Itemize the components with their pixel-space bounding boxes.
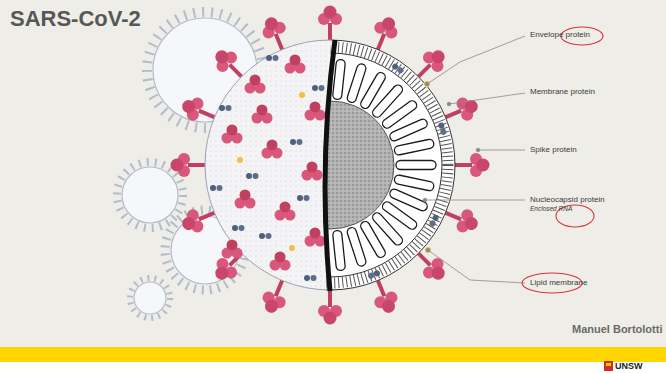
unsw-crest-part xyxy=(606,363,611,366)
virion-cutaway-part xyxy=(266,101,394,229)
small-virions-part xyxy=(134,282,166,314)
virion-surface-part xyxy=(289,245,295,251)
virion-cutaway-part xyxy=(391,62,405,74)
author-watermark: Manuel Bortolotti xyxy=(572,323,662,335)
virion-cutaway-part xyxy=(428,214,439,228)
virion-cutaway-part xyxy=(205,40,455,290)
virion-surface-part xyxy=(312,85,325,91)
virion-cutaway-part xyxy=(424,81,430,87)
part-label: Lipid membrane xyxy=(530,278,587,287)
unsw-crest xyxy=(604,361,613,371)
cutaway-divider xyxy=(325,40,335,291)
leader-lines-part xyxy=(478,150,525,151)
virion-surface-part xyxy=(305,102,326,121)
leader-lines-part xyxy=(447,102,451,106)
virion-surface-part xyxy=(205,40,455,290)
virion-surface xyxy=(205,40,455,290)
virion-surface-part xyxy=(259,233,272,239)
virion-surface-part xyxy=(245,75,266,94)
spike-ring-part xyxy=(454,153,490,177)
virion-surface-part xyxy=(210,185,223,191)
virion-cutaway-part xyxy=(367,269,381,279)
logo-text: UNSW xyxy=(615,361,643,371)
virion-surface-part xyxy=(235,190,256,209)
virion-surface-part xyxy=(302,162,323,181)
virion-surface-part xyxy=(262,140,283,159)
leader-lines-part xyxy=(425,200,525,201)
leader-lines-part xyxy=(476,148,480,152)
virion-surface-part xyxy=(232,225,245,231)
spike-ring-part xyxy=(171,153,207,177)
virion-surface-part xyxy=(299,92,305,98)
red-annotation-circles xyxy=(522,27,603,293)
part-label: Spike protein xyxy=(530,145,577,154)
spike-ring-part xyxy=(318,6,342,42)
virion-surface-part xyxy=(222,125,243,144)
footer-bar xyxy=(0,347,666,362)
virion-surface-part xyxy=(270,252,291,271)
virion-surface-part xyxy=(222,240,243,259)
virion-surface-part xyxy=(285,55,306,74)
spike-ring xyxy=(171,6,490,325)
virion-surface-part xyxy=(304,275,317,281)
small-virions-part xyxy=(117,162,183,228)
virion-cutaway xyxy=(205,40,455,290)
virion-surface-part xyxy=(219,105,232,111)
leader-lines-part xyxy=(428,250,525,283)
leader-lines-part xyxy=(449,93,525,104)
footer-strip xyxy=(0,362,666,373)
slide-background xyxy=(0,0,666,347)
virion-surface-part xyxy=(246,173,259,179)
leader-lines-part xyxy=(426,248,430,252)
leader-lines-part xyxy=(427,36,525,84)
virion-cutaway-part xyxy=(332,230,345,271)
virion-surface-part xyxy=(266,55,279,61)
virion-cutaway-part xyxy=(396,161,436,170)
small-virions-part xyxy=(122,167,178,223)
virion-cutaway-part xyxy=(346,226,367,267)
leader-lines-part xyxy=(423,198,427,202)
part-note: Enclosed RNA xyxy=(530,205,572,212)
virion-cutaway-part xyxy=(388,118,428,142)
virion-cutaway-part xyxy=(425,247,431,253)
small-virions-part xyxy=(130,278,170,318)
virion-cutaway-part xyxy=(394,139,435,156)
virion-cutaway-part xyxy=(332,59,345,100)
leader-lines-part xyxy=(425,82,429,86)
virion-surface-part xyxy=(252,105,273,124)
virion-surface-part xyxy=(297,195,310,201)
spike-ring-part xyxy=(318,289,342,325)
leader-lines xyxy=(423,36,525,283)
part-label: Nucleocapsid protein xyxy=(530,195,605,204)
unsw-crest-part xyxy=(604,361,613,371)
virion-cutaway-part xyxy=(394,174,435,191)
part-label: Membrane protein xyxy=(530,87,595,96)
part-label: Envelope protein xyxy=(530,30,590,39)
virion-surface-part xyxy=(275,202,296,221)
virion-cutaway-part xyxy=(438,122,448,136)
slide-title: SARS-CoV-2 xyxy=(10,6,141,32)
virion-surface-part xyxy=(237,157,243,163)
virion-surface-part xyxy=(305,228,326,247)
virion-surface-part xyxy=(290,139,303,145)
